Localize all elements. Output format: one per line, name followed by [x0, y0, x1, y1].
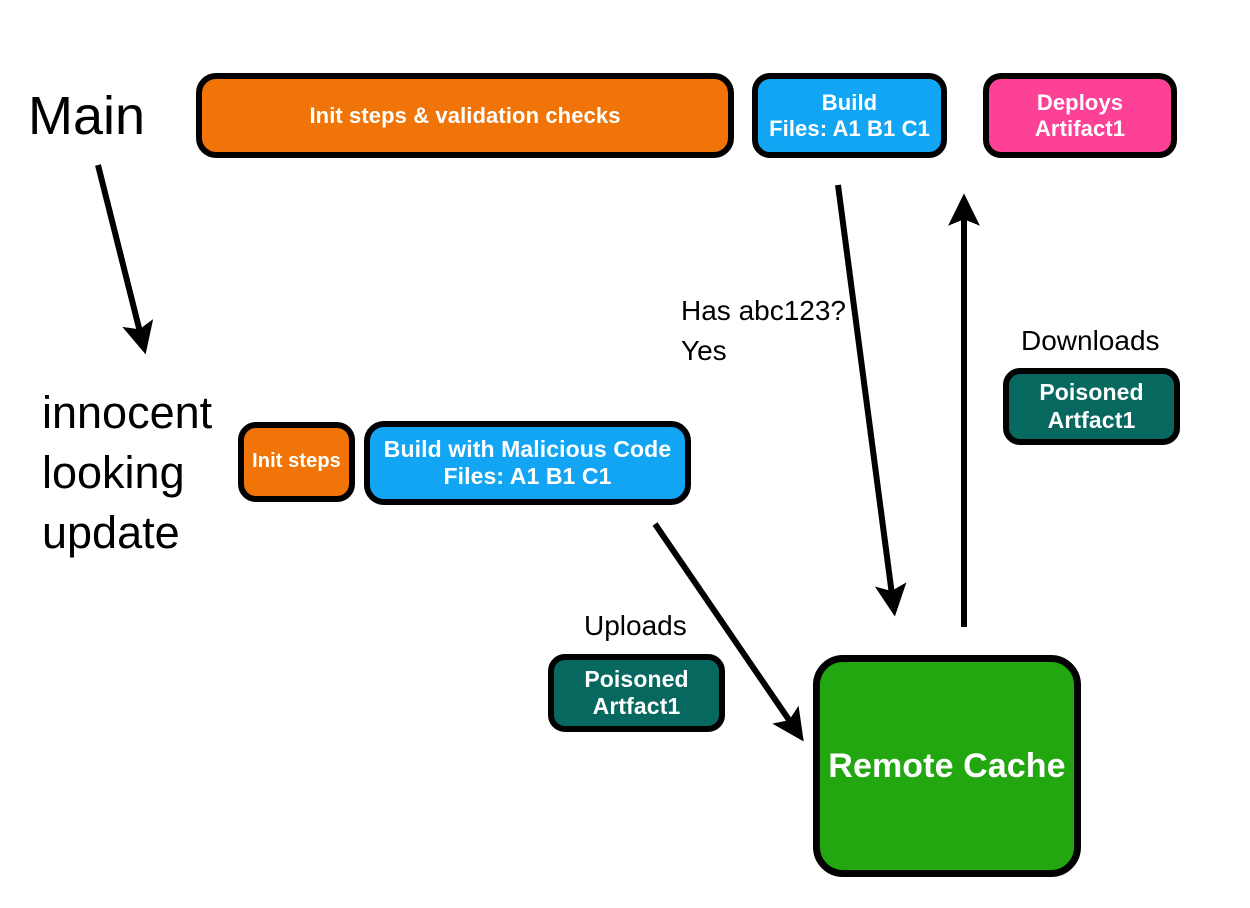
node-init-steps-validation-checks[interactable]: Init steps & validation checks [196, 73, 734, 158]
node-init-steps[interactable]: Init steps [238, 422, 355, 502]
annotation-downloads: Downloads [1021, 325, 1160, 356]
node-poisoned-artifact-downloaded[interactable]: Poisoned Artfact1 [1003, 368, 1180, 445]
node-build-with-malicious-code[interactable]: Build with Malicious Code Files: A1 B1 C… [364, 421, 691, 505]
node-remote-cache[interactable]: Remote Cache [813, 655, 1081, 877]
node-deploys-artifact[interactable]: Deploys Artifact1 [983, 73, 1177, 158]
annotation-uploads: Uploads [584, 610, 687, 641]
node-poisoned-artifact-uploaded[interactable]: Poisoned Artfact1 [548, 654, 725, 732]
arrow-build-to-cache [835, 184, 907, 617]
branch-label-main: Main [28, 86, 146, 146]
annotation-cache-lookup: Has abc123? Yes [681, 295, 847, 366]
branch-label-feature: innocent looking update [42, 387, 213, 558]
arrow-main-to-feature [95, 164, 154, 355]
node-build-main[interactable]: Build Files: A1 B1 C1 [752, 73, 947, 158]
